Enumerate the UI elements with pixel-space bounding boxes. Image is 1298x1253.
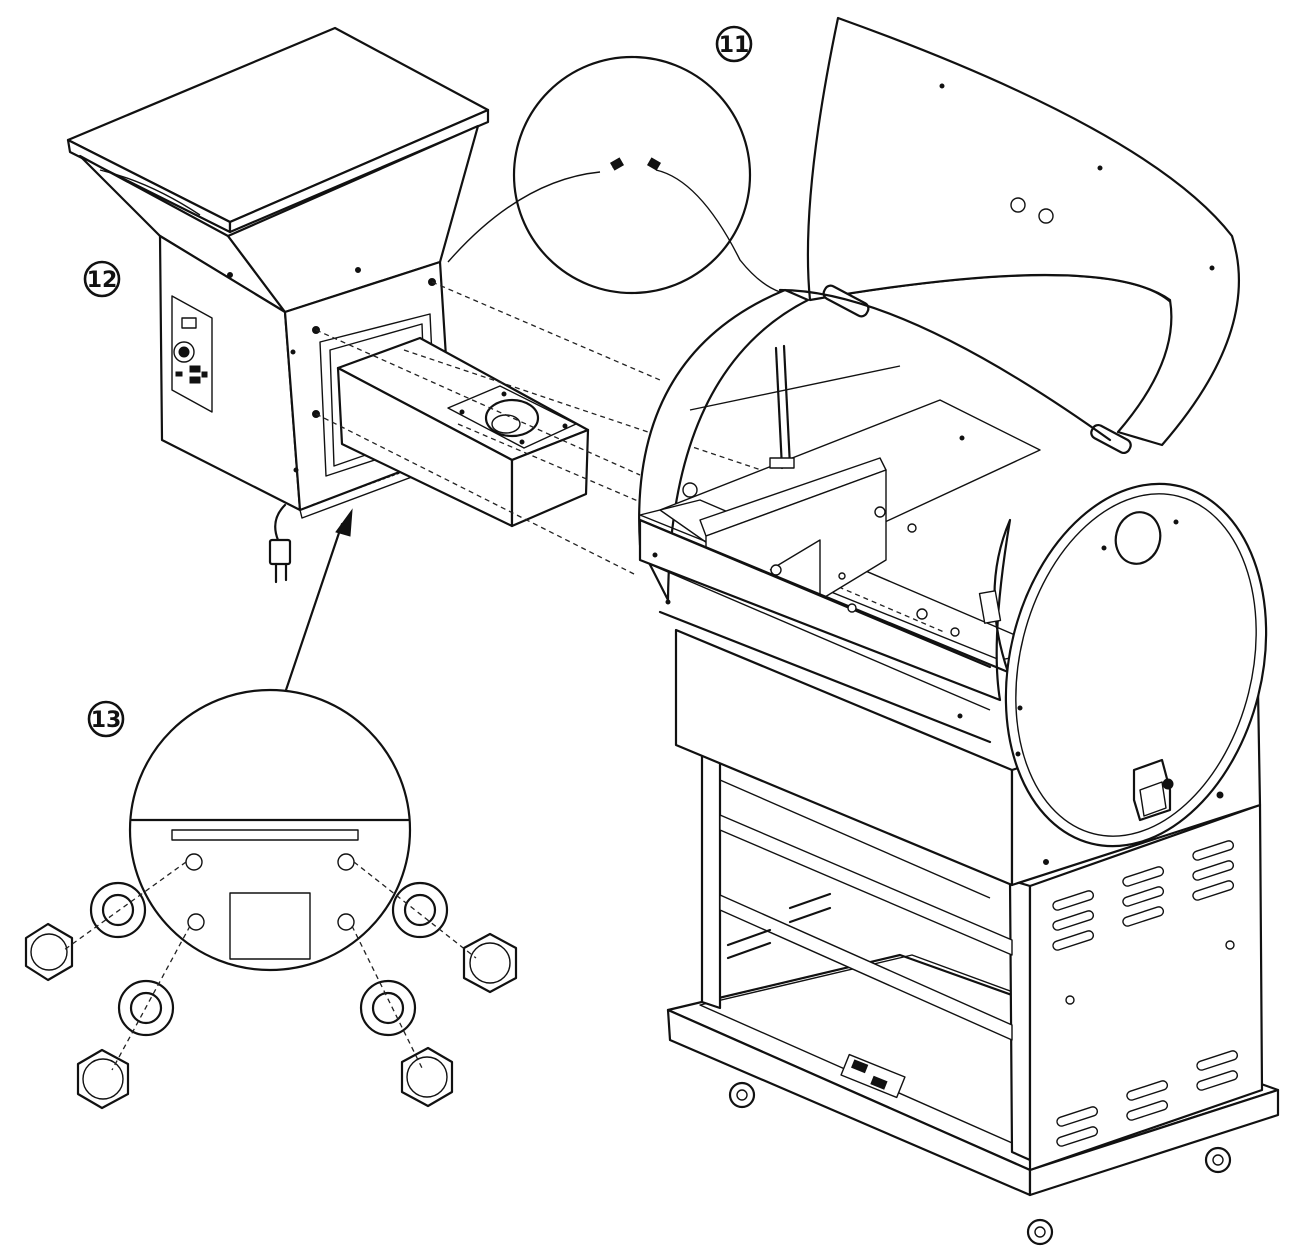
detail-view-mounting-hardware — [24, 688, 518, 1110]
callout-11-label: 11 — [719, 33, 750, 58]
callout-13: 13 — [87, 700, 125, 738]
vent-slots — [726, 840, 1239, 1147]
detail-view-cable-connector — [447, 55, 781, 295]
callout-12-label: 12 — [87, 268, 118, 293]
callout-13-label: 13 — [91, 708, 122, 733]
pellet-hopper-assembly — [66, 26, 590, 584]
grill-lid — [778, 16, 1240, 455]
callout-11: 11 — [715, 25, 753, 63]
control-panel — [171, 295, 213, 413]
auger-tube — [336, 336, 590, 528]
grill-body — [638, 16, 1280, 1246]
callout-12: 12 — [83, 260, 121, 298]
casters — [728, 1081, 1232, 1246]
detail-pointer-arrow — [284, 508, 353, 692]
